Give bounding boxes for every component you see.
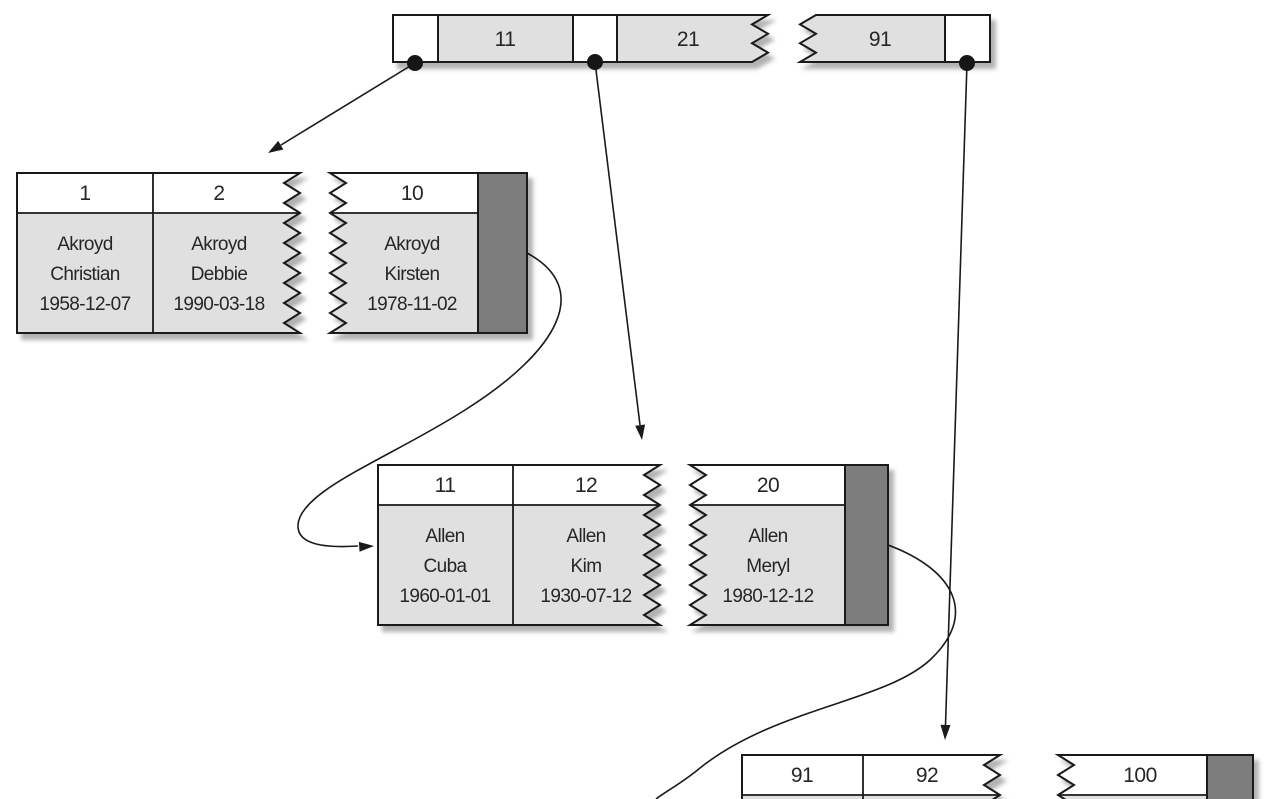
pointer-arrowhead-2 [635, 424, 646, 440]
leaf1-end-cap [477, 172, 528, 334]
leaf-chain-links [297, 252, 957, 799]
leaf1-entry3-first: Kirsten [385, 264, 440, 285]
leaf3-left-outline [741, 754, 1004, 799]
root-pointer-cell-3 [944, 14, 991, 63]
pointer-arrow-3 [944, 62, 968, 726]
root-node-right-section: 91 [796, 14, 991, 63]
root-key-21: 21 [677, 28, 699, 51]
leaf-node-2: 11 12 Allen Cuba 1960-01-01 Allen Kim 19… [377, 464, 889, 626]
root-node-left-section: 11 21 [392, 14, 772, 63]
leaf2-entry2-last: Allen [566, 526, 605, 547]
pointer-dot-1 [407, 55, 423, 71]
pointer-arrow-2 [594, 61, 641, 426]
leaf1-entry2-last: Akroyd [191, 234, 247, 255]
leaf2-entry2-date: 1930-07-12 [540, 586, 631, 607]
root-right-outline [796, 14, 991, 63]
pointer-arrowhead-3 [940, 724, 951, 740]
root-node: 11 21 91 [392, 14, 991, 63]
leaf2-entry1-key: 11 [435, 474, 456, 497]
leaf3-left-header [742, 755, 1000, 795]
leaf3-right-outline [1054, 754, 1254, 799]
root-pointer-arrows [268, 54, 975, 740]
leaf3-right-section: 100 [1054, 754, 1254, 799]
pointer-dot-3 [959, 55, 975, 71]
leaf2-entry2-first: Kim [571, 556, 602, 577]
leaf2-entry2-key: 12 [575, 474, 597, 497]
leaf1-entry2-first: Debbie [191, 264, 248, 285]
leaf1-entry1-first: Christian [50, 264, 120, 285]
next-leaf-link-1 [297, 252, 562, 548]
leaf1-left-outline [16, 172, 304, 334]
leaf2-entry3-first: Meryl [746, 556, 789, 577]
leaf2-left-section: 11 12 Allen Cuba 1960-01-01 Allen Kim 19… [377, 464, 664, 626]
leaf1-left-header [17, 173, 300, 213]
leaf1-right-outline [326, 172, 528, 334]
leaf2-entry3-last: Allen [748, 526, 787, 547]
leaf3-entry2-key: 92 [916, 764, 938, 787]
leaf1-entry3-date: 1978-11-02 [367, 294, 457, 315]
leaf2-entry3-key: 20 [757, 474, 779, 497]
leaf2-entry1-last: Allen [425, 526, 464, 547]
leaf3-left-section: 91 92 [741, 754, 1004, 799]
root-right-body [800, 14, 990, 62]
leaf1-entry2-date: 1990-03-18 [173, 294, 264, 315]
leaf2-right-header [690, 465, 888, 505]
leaf1-entry3-key: 10 [401, 182, 423, 205]
leaf1-entry1-date: 1958-12-07 [39, 294, 130, 315]
leaf2-left-header [378, 465, 660, 505]
root-left-outline [392, 14, 772, 63]
next-leaf-link-2 [655, 544, 957, 799]
leaf2-entry1-first: Cuba [423, 556, 467, 577]
leaf1-entry1-last: Akroyd [57, 234, 113, 255]
leaf2-right-outline [686, 464, 889, 626]
leaf3-right-header [1058, 755, 1253, 795]
leaf1-entry2-key: 2 [213, 182, 224, 205]
leaf2-left-outline [377, 464, 664, 626]
leaf-node-3: 91 92 100 [741, 754, 1254, 799]
next-leaf-arrowhead-1 [358, 541, 374, 552]
leaf1-entry3-last: Akroyd [384, 234, 440, 255]
leaf2-end-cap [844, 464, 889, 626]
leaf3-entry3-key: 100 [1123, 764, 1157, 787]
root-key-91: 91 [869, 28, 891, 51]
root-pointer-cell-1 [392, 14, 439, 63]
pointer-arrowhead-1 [268, 140, 284, 153]
leaf2-entry3-date: 1980-12-12 [722, 586, 813, 607]
pointer-arrow-1 [280, 62, 416, 146]
leaf3-end-cap [1206, 754, 1254, 799]
leaf2-right-section: 20 Allen Meryl 1980-12-12 [686, 464, 889, 626]
leaf1-entry1-key: 1 [79, 182, 90, 205]
leaf2-entry1-date: 1960-01-01 [399, 586, 490, 607]
pointer-dot-2 [587, 54, 603, 70]
leaf-node-1: 1 2 Akroyd Christian 1958-12-07 Akroyd D… [16, 172, 528, 334]
leaf3-entry1-key: 91 [791, 764, 813, 787]
leaf1-right-section: 10 Akroyd Kirsten 1978-11-02 [326, 172, 528, 334]
root-key-11: 11 [495, 28, 516, 51]
leaf1-left-section: 1 2 Akroyd Christian 1958-12-07 Akroyd D… [16, 172, 304, 334]
